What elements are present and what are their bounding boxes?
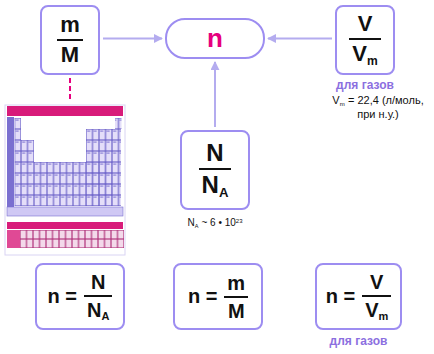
- table-header: [7, 106, 123, 116]
- symbol: N: [188, 217, 195, 228]
- formula-box: NNA: [180, 130, 250, 210]
- formula-prefix: n =: [48, 285, 77, 308]
- denominator: Vm: [362, 299, 391, 322]
- denominator: M: [58, 43, 82, 67]
- denominator: NA: [199, 172, 232, 200]
- fraction: VVm: [362, 271, 391, 322]
- subscript: m: [379, 310, 389, 322]
- arrow-connector: [214, 62, 216, 127]
- numerator: N: [203, 140, 226, 166]
- node-content: mM: [57, 13, 83, 67]
- node-content: n = mM: [188, 272, 248, 322]
- node-content: n =NNA: [48, 271, 113, 322]
- table-grid: [86, 129, 121, 206]
- formula-prefix: n =: [188, 285, 217, 308]
- numerator-symbol: N: [206, 139, 223, 166]
- node-content: n =VVm: [326, 271, 392, 322]
- formula-box: mM: [40, 5, 100, 75]
- numerator-symbol: N: [91, 271, 105, 293]
- numerator-symbol: V: [370, 271, 383, 293]
- fraction: mM: [224, 272, 248, 322]
- label-group: для газов: [332, 78, 398, 93]
- lanthanide-grid: [20, 230, 124, 248]
- node-content: VVm: [349, 12, 380, 68]
- arrow-connector: [268, 38, 332, 40]
- numerator-symbol: m: [227, 272, 245, 294]
- denominator-symbol: V: [365, 299, 378, 321]
- subscript: A: [195, 223, 199, 229]
- formula-box: n = mM: [173, 263, 263, 330]
- fraction-bar: [349, 38, 380, 40]
- fraction-bar: [57, 39, 83, 41]
- denominator: M: [225, 300, 248, 322]
- numerator: N: [88, 271, 108, 293]
- denominator-symbol: M: [61, 42, 79, 67]
- subscript: m: [367, 54, 378, 68]
- fraction-bar: [199, 168, 232, 170]
- formula-box: VVm: [335, 5, 395, 75]
- gas-note: для газов: [330, 334, 388, 348]
- numerator-symbol: m: [60, 12, 80, 37]
- denominator-symbol: M: [228, 300, 245, 322]
- table-grid: [21, 140, 34, 206]
- formula-prefix: n =: [326, 285, 355, 308]
- formula-box: n =NNA: [35, 263, 125, 330]
- subscript: m: [340, 101, 345, 107]
- denominator-symbol: N: [202, 171, 219, 198]
- denominator-symbol: V: [352, 41, 367, 66]
- lanthanide-header: [7, 222, 123, 229]
- fraction: mM: [57, 13, 83, 67]
- fraction: VVm: [349, 12, 380, 68]
- label-group: для газов: [310, 334, 407, 349]
- gas-note: для газов: [336, 78, 394, 92]
- symbol: V: [332, 94, 339, 106]
- arrow-connector: [103, 38, 162, 40]
- result-oval: n: [165, 18, 265, 59]
- numerator: m: [57, 13, 83, 37]
- fraction: NNA: [199, 140, 232, 201]
- formula-box: n =VVm: [315, 263, 402, 330]
- leader-line: [69, 78, 71, 102]
- exponent: 23: [236, 218, 243, 224]
- numerator-symbol: V: [358, 11, 373, 36]
- lanthanide-label: [7, 230, 20, 248]
- subscript: A: [101, 310, 109, 322]
- node-content: n: [207, 23, 223, 54]
- denominator: NA: [84, 299, 112, 322]
- table-footer: [7, 207, 123, 216]
- table-period-column: [7, 117, 14, 216]
- denominator: Vm: [349, 42, 380, 68]
- label-group: NA~ 6 • 1023: [172, 217, 258, 230]
- fraction-bar: [224, 296, 248, 298]
- quantity-symbol: n: [207, 23, 223, 54]
- denominator-symbol: N: [87, 299, 101, 321]
- label-group: Vm= 22,4 (л/моль, при н.у.): [324, 94, 432, 122]
- fraction: NNA: [84, 271, 112, 322]
- fraction-bar: [84, 295, 112, 297]
- node-content: NNA: [199, 140, 232, 201]
- numerator: V: [355, 12, 376, 36]
- table-grid: [115, 118, 122, 129]
- constant-value: ~ 6 • 10: [201, 217, 235, 228]
- numerator: m: [224, 272, 248, 294]
- subscript: A: [219, 185, 229, 200]
- constant-value: = 22,4 (л/моль, при н.у.): [348, 94, 424, 120]
- table-grid: [15, 118, 22, 206]
- table-sheet: [5, 105, 125, 255]
- numerator: V: [367, 271, 386, 293]
- fraction-bar: [362, 295, 391, 297]
